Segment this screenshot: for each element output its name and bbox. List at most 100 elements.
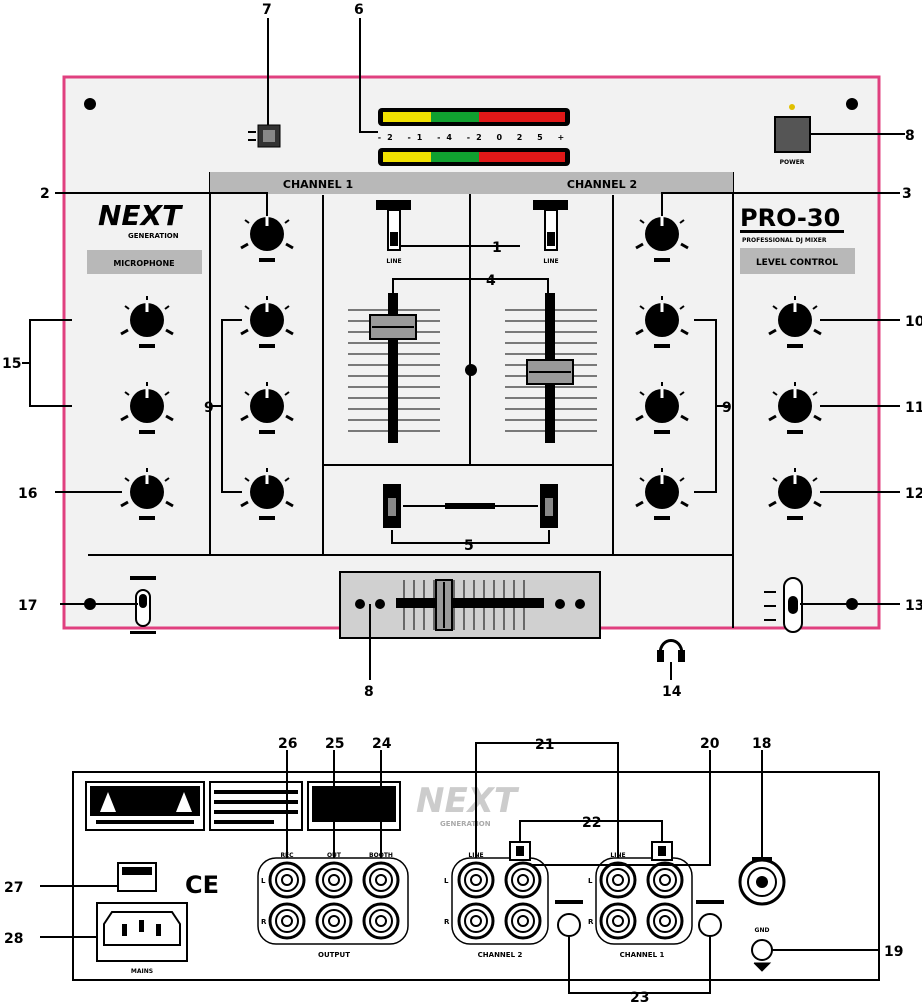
callout-10: 10 xyxy=(905,314,922,330)
callout-16: 16 xyxy=(18,486,37,502)
ch1-input-selector-cap xyxy=(658,846,666,856)
voltage-selector-cap xyxy=(122,867,152,875)
rca-rec-l[interactable] xyxy=(268,861,306,899)
rca-out-l[interactable] xyxy=(315,861,353,899)
rca-ch1-phono-r[interactable] xyxy=(646,902,684,940)
gnd-label: GND xyxy=(755,927,770,934)
callout-9-left: 9 xyxy=(204,400,214,416)
mains-pin-l xyxy=(122,924,127,936)
meter-scale: -2 -1 -4 -2 0 2 5 + xyxy=(378,133,570,142)
callout-6: 6 xyxy=(354,2,364,18)
rca-ch1-line-l[interactable] xyxy=(599,861,637,899)
callout-3: 3 xyxy=(902,186,912,202)
channel2-fader[interactable] xyxy=(505,293,597,443)
svg-text:LINE: LINE xyxy=(386,258,401,265)
mic-section-band xyxy=(87,250,202,274)
callout-26: 26 xyxy=(278,736,297,752)
section-dividers xyxy=(88,172,734,628)
output-label: OUTPUT xyxy=(318,951,350,959)
gnd-terminal[interactable] xyxy=(751,939,773,961)
model-underline xyxy=(740,230,844,233)
callout-13: 13 xyxy=(905,598,922,614)
rca-rec-r[interactable] xyxy=(268,902,306,940)
callout-7: 7 xyxy=(262,2,272,18)
rear-channel1-label: CHANNEL 1 xyxy=(620,951,665,959)
front-callout-lines xyxy=(22,18,905,680)
model-sub: PROFESSIONAL DJ MIXER xyxy=(742,237,827,244)
callout-12: 12 xyxy=(905,486,922,502)
callout-24: 24 xyxy=(372,736,392,752)
callout-15: 15 xyxy=(2,356,21,372)
channel2-input-switch[interactable]: LINE xyxy=(533,200,568,265)
callout-9-right: 9 xyxy=(722,400,732,416)
channel2-label: CHANNEL 2 xyxy=(567,178,637,191)
rear-channel2-label: CHANNEL 2 xyxy=(478,951,523,959)
cue-switch-ch2-cap xyxy=(545,498,553,516)
screw xyxy=(84,98,96,110)
rca-ch1-line-r[interactable] xyxy=(599,902,637,940)
lr-label-l-3: L xyxy=(588,877,593,885)
power-button[interactable] xyxy=(774,116,811,153)
gnd-post-2-mark xyxy=(696,900,724,904)
gnd-post-1[interactable] xyxy=(557,913,581,937)
power-label: POWER xyxy=(780,159,805,166)
callout-21: 21 xyxy=(535,737,554,753)
brand-logo: NEXT xyxy=(98,199,183,232)
lr-label-r-2: R xyxy=(444,918,450,926)
level-control-band xyxy=(740,248,855,274)
level-meter-bottom xyxy=(378,148,570,166)
channel1-fader[interactable] xyxy=(348,293,440,443)
rca-ch2-line-r[interactable] xyxy=(457,902,495,940)
callout-19: 19 xyxy=(884,944,903,960)
level-control-label: LEVEL CONTROL xyxy=(756,258,838,268)
cue-label-bar xyxy=(445,503,495,509)
callout-2: 2 xyxy=(40,186,50,202)
callout-14: 14 xyxy=(662,684,682,700)
callout-18: 18 xyxy=(752,736,771,752)
warning-labels xyxy=(85,781,401,831)
rca-ch2-phono-l[interactable] xyxy=(504,861,542,899)
talkover-switch[interactable] xyxy=(130,576,156,634)
rear-brand-sub: GENERATION xyxy=(440,820,491,828)
lr-label-l: L xyxy=(261,877,266,885)
callout-20: 20 xyxy=(700,736,720,752)
callout-5: 5 xyxy=(464,538,474,554)
brand-sub: GENERATION xyxy=(128,232,179,240)
gnd-symbol-icon xyxy=(753,962,772,972)
callout-4: 4 xyxy=(486,273,496,289)
callout-5-bracket xyxy=(391,530,550,544)
level-meter-top xyxy=(378,108,570,126)
callout-8-bottom: 8 xyxy=(364,684,374,700)
channel2-group xyxy=(451,857,549,945)
callout-11: 11 xyxy=(905,400,922,416)
cue-switch-ch1-cap xyxy=(388,498,396,516)
channel1-input-switch[interactable]: LINE xyxy=(376,200,411,265)
power-led xyxy=(789,104,795,110)
rca-ch2-line-l[interactable] xyxy=(457,861,495,899)
screw xyxy=(846,98,858,110)
channel1-band xyxy=(210,172,470,194)
rca-ch2-phono-r[interactable] xyxy=(504,902,542,940)
callout-27: 27 xyxy=(4,880,23,896)
callout-25: 25 xyxy=(325,736,344,752)
gnd-post-2[interactable] xyxy=(698,913,722,937)
mic-jack-center xyxy=(756,876,768,888)
rca-ch1-phono-l[interactable] xyxy=(646,861,684,899)
crossfader[interactable] xyxy=(339,571,601,639)
mains-pin-e xyxy=(139,920,144,932)
lr-label-r: R xyxy=(261,918,267,926)
rca-booth-r[interactable] xyxy=(362,902,400,940)
mic-section-label: MICROPHONE xyxy=(113,259,174,268)
lr-label-l-2: L xyxy=(444,877,449,885)
front-panel xyxy=(62,75,881,630)
channel1-label: CHANNEL 1 xyxy=(283,178,353,191)
rca-out-r[interactable] xyxy=(315,902,353,940)
headphone-icon[interactable] xyxy=(657,639,685,663)
ch2-input-selector-cap xyxy=(516,846,524,856)
rca-booth-l[interactable] xyxy=(362,861,400,899)
callout-8: 8 xyxy=(905,128,915,144)
callout-22: 22 xyxy=(582,815,601,831)
ce-mark: CE xyxy=(185,871,219,899)
